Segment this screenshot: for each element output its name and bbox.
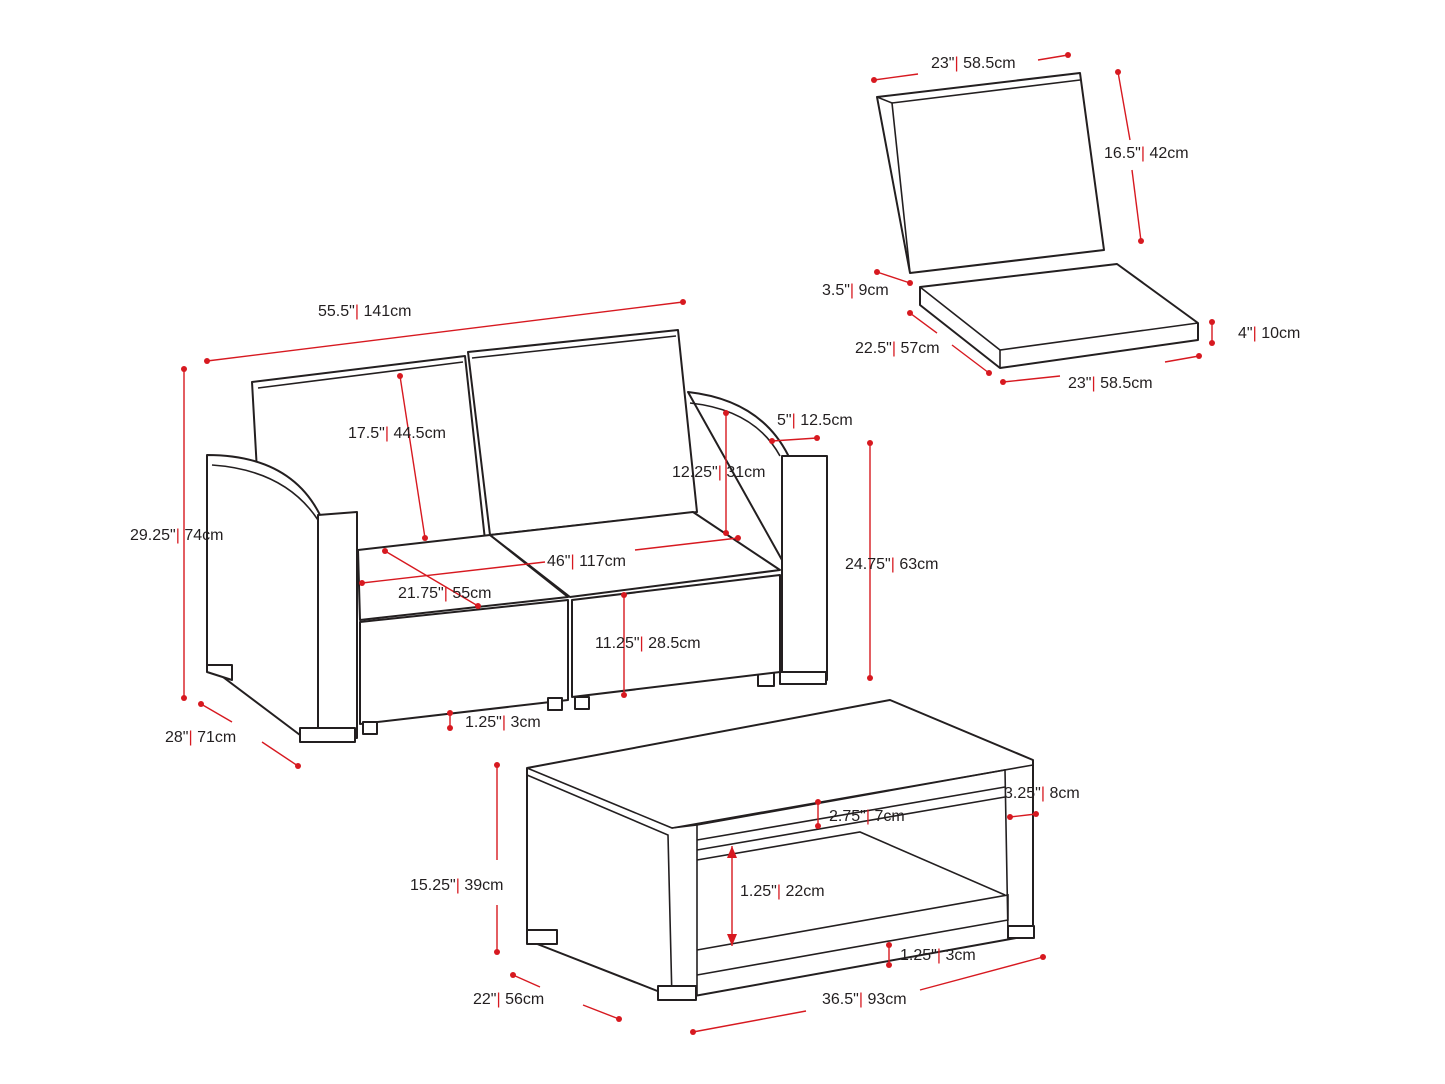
- loveseat-arm-width-label: 5"| 12.5cm: [777, 412, 853, 429]
- coffee-table-drawing: [526, 699, 1035, 1001]
- loveseat-back-above-arm-label: 12.25"| 31cm: [672, 464, 765, 481]
- table-frame-width-label: 3.25"| 8cm: [1004, 785, 1080, 802]
- loveseat-overall-height-label: 29.25"| 74cm: [130, 527, 223, 544]
- table-width-label: 36.5"| 93cm: [822, 991, 907, 1008]
- loveseat-seat-width-label: 46"| 117cm: [547, 553, 626, 570]
- loveseat-back-height-label: 17.5"| 44.5cm: [348, 425, 446, 442]
- table-depth-label: 22"| 56cm: [473, 991, 544, 1008]
- loveseat-seat-height-label: 11.25"| 28.5cm: [595, 635, 701, 652]
- back-cushion-width-label: 23"| 58.5cm: [931, 55, 1016, 72]
- loveseat-depth-label: 28"| 71cm: [165, 729, 236, 746]
- seat-cushion-width-label: 23"| 58.5cm: [1068, 375, 1153, 392]
- back-cushion-height-label: 16.5"| 42cm: [1104, 145, 1189, 162]
- loveseat-overall-width-label: 55.5"| 141cm: [318, 303, 411, 320]
- seat-cushion-depth-label: 22.5"| 57cm: [855, 340, 940, 357]
- seat-cushion-thickness-label: 4"| 10cm: [1238, 325, 1300, 342]
- loveseat-seat-depth-label: 21.75"| 55cm: [398, 585, 491, 602]
- dimension-lines: [181, 52, 1215, 1035]
- table-height-label: 15.25"| 39cm: [410, 877, 503, 894]
- table-top-thickness-label: 2.75"| 7cm: [829, 808, 905, 825]
- loveseat-arm-height-label: 24.75"| 63cm: [845, 556, 938, 573]
- back-cushion-thickness-label: 3.5"| 9cm: [822, 282, 889, 299]
- loveseat-leg-height-label: 1.25"| 3cm: [465, 714, 541, 731]
- dimension-labels: 55.5"| 141cm 17.5"| 44.5cm 29.25"| 74cm …: [130, 55, 1300, 1008]
- loveseat-drawing: [206, 329, 828, 743]
- table-leg-height-label: 1.25"| 3cm: [900, 947, 976, 964]
- table-shelf-clearance-label: 1.25"| 22cm: [740, 883, 825, 900]
- cushions-drawing: [876, 72, 1199, 369]
